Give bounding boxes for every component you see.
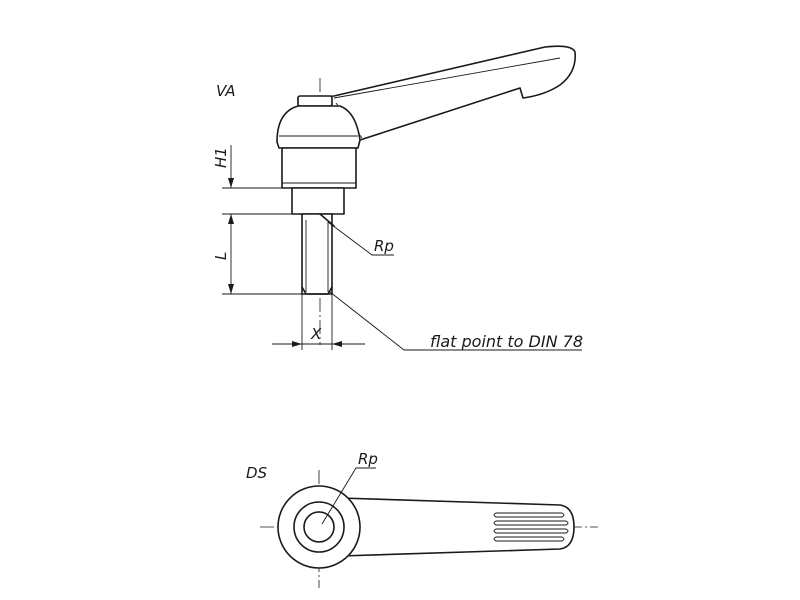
l-arrow-bottom	[228, 284, 234, 294]
top-hub-inner	[293, 501, 345, 553]
point-leader	[329, 291, 582, 351]
l-arrow-top	[228, 214, 234, 224]
rp-top-label: Rp	[358, 450, 378, 468]
top-arm	[339, 497, 575, 557]
threaded-stud	[301, 213, 333, 295]
lever-arm-ridge	[333, 57, 561, 99]
lever-top-boss	[297, 95, 333, 107]
point-label: flat point to DIN 78	[430, 332, 583, 351]
rp-side-label: Rp	[374, 237, 394, 255]
grip-grooves	[493, 512, 569, 542]
top-thread-arc	[305, 511, 335, 543]
insert-collar	[291, 187, 345, 215]
rp-top-leader	[321, 467, 376, 525]
side-view: VA H1 L	[212, 45, 583, 351]
rp-side-leader	[327, 221, 394, 256]
lever-head	[276, 105, 361, 149]
x-arrow-right	[332, 341, 342, 347]
hub-body	[281, 147, 357, 189]
stud-thread-start	[319, 213, 335, 227]
l-label: L	[212, 252, 230, 260]
side-view-label: VA	[216, 82, 236, 100]
h1-arrow	[228, 178, 234, 188]
lever-arm	[297, 45, 577, 141]
top-view: DS Rp	[246, 450, 598, 588]
x-label: X	[310, 325, 322, 343]
top-view-label: DS	[246, 464, 268, 482]
h1-label: H1	[212, 147, 230, 168]
stud-flat-point	[301, 286, 333, 295]
x-arrow-left	[292, 341, 302, 347]
top-hub-outer	[277, 485, 361, 569]
